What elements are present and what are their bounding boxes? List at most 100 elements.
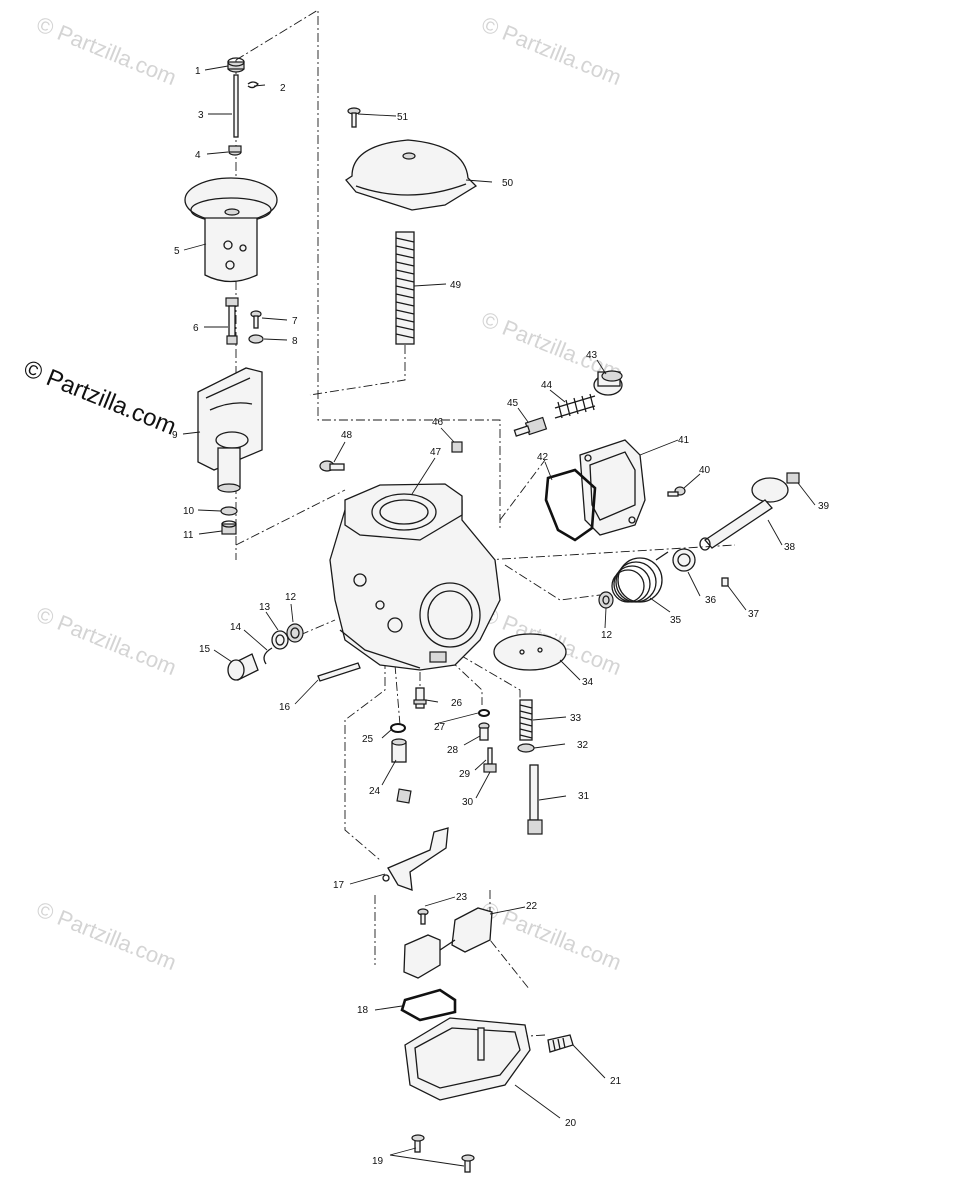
callout-12-left: 12 [285, 592, 297, 603]
part-6-screw [225, 297, 239, 345]
part-51-screw [347, 107, 361, 128]
part-35-spring [611, 551, 669, 603]
part-16-pin [317, 662, 361, 682]
callout-1: 1 [195, 66, 201, 77]
part-18-gasket [400, 988, 457, 1022]
callout-44: 44 [541, 380, 553, 391]
callout-25: 25 [362, 734, 374, 745]
faint-watermark: © Partzilla.com [478, 896, 625, 975]
part-21-drain-screw [547, 1034, 574, 1053]
faint-watermark: © Partzilla.com [478, 11, 625, 90]
part-33-spring [519, 699, 533, 741]
callout-50: 50 [502, 178, 514, 189]
part-20-float-bowl [404, 1017, 531, 1101]
callout-13: 13 [259, 602, 271, 613]
callout-20: 20 [565, 1118, 577, 1129]
callout-28: 28 [447, 745, 459, 756]
part-38-throttle-shaft [699, 477, 789, 551]
callout-11: 11 [183, 530, 194, 541]
callout-31: 31 [578, 791, 590, 802]
callout-30: 30 [462, 797, 474, 808]
carburetor-body [329, 483, 501, 671]
part-31-screw [527, 764, 543, 835]
part-41-cover-plate [579, 439, 646, 536]
part-34-throttle-plate [493, 633, 567, 671]
callout-48: 48 [341, 430, 353, 441]
part-10-washer [220, 506, 238, 516]
part-40-screw [667, 486, 686, 497]
callout-19: 19 [372, 1156, 384, 1167]
part-32-washer [517, 743, 535, 753]
part-22-float [403, 907, 493, 979]
callout-4: 4 [195, 150, 201, 161]
part-3-needle [233, 74, 239, 138]
part-14-clip [263, 647, 273, 665]
callout-14: 14 [230, 622, 242, 633]
faint-watermark: © Partzilla.com [33, 896, 180, 975]
callout-labels: 1 2 3 4 5 6 7 8 9 10 11 12 12 13 14 15 1… [172, 66, 830, 1167]
callout-29: 29 [459, 769, 471, 780]
part-1-cap [227, 57, 245, 73]
callout-27: 27 [434, 722, 446, 733]
part-12-seal-left [286, 623, 304, 643]
callout-40: 40 [699, 465, 711, 476]
callout-22: 22 [526, 901, 538, 912]
part-13-washer [271, 630, 289, 650]
callout-7: 7 [292, 316, 298, 327]
callout-49: 49 [450, 280, 462, 291]
part-39-screw [786, 472, 800, 484]
callout-15: 15 [199, 644, 211, 655]
callout-33: 33 [570, 713, 582, 724]
callout-34: 34 [582, 677, 594, 688]
faint-watermark: © Partzilla.com [33, 601, 180, 680]
part-50-top-cover [345, 139, 478, 211]
callout-42: 42 [537, 452, 549, 463]
part-46-plug [451, 441, 463, 453]
callout-51: 51 [397, 112, 409, 123]
part-45-plunger [513, 416, 548, 437]
part-24-float-valve [391, 738, 412, 804]
callout-32: 32 [577, 740, 589, 751]
callout-10: 10 [183, 506, 195, 517]
callout-18: 18 [357, 1005, 369, 1016]
part-8-washer [248, 334, 264, 344]
part-49-spring [395, 231, 415, 345]
part-44-spring [554, 393, 596, 419]
part-37-screw [721, 577, 729, 587]
part-7-screw [250, 310, 262, 329]
part-48-screw [319, 460, 345, 472]
callout-26: 26 [451, 698, 463, 709]
part-4-seat [228, 145, 242, 156]
part-19-screws [411, 1134, 475, 1173]
part-17-bracket [382, 827, 449, 891]
leader-lines [182, 65, 816, 1167]
callout-3: 3 [198, 110, 204, 121]
callout-17: 17 [333, 880, 345, 891]
callout-6: 6 [193, 323, 199, 334]
part-2-clip [247, 81, 259, 89]
callout-12-right: 12 [601, 630, 613, 641]
part-23-screw [417, 908, 429, 925]
callout-43: 43 [586, 350, 598, 361]
part-11-nut [221, 520, 237, 535]
callout-5: 5 [174, 246, 180, 257]
callout-39: 39 [818, 501, 830, 512]
callout-8: 8 [292, 336, 298, 347]
callout-21: 21 [610, 1076, 622, 1087]
callout-36: 36 [705, 595, 717, 606]
part-25-o-ring [390, 723, 406, 733]
callout-16: 16 [279, 702, 291, 713]
part-28-washer [478, 722, 490, 741]
part-9-throttle-bracket [197, 367, 263, 493]
part-12-seal-right [598, 591, 614, 609]
part-36-collar [672, 548, 696, 572]
callout-45: 45 [507, 398, 519, 409]
callout-47: 47 [430, 447, 442, 458]
callout-46: 46 [432, 417, 444, 428]
callout-35: 35 [670, 615, 682, 626]
assembly-lines [235, 9, 736, 1041]
part-26-jet [413, 687, 427, 709]
part-15-cap [227, 653, 259, 681]
part-5-diaphragm-slide [184, 177, 278, 283]
callout-23: 23 [456, 892, 468, 903]
